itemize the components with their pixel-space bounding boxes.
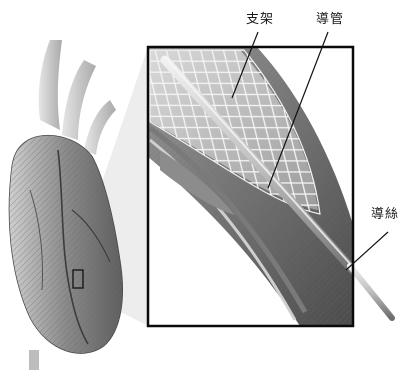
heart-illustration (9, 40, 123, 370)
artery-cutaway-illustration (140, 40, 362, 326)
guidewire-tube (350, 266, 392, 318)
guidewire-label: 導絲 (371, 203, 399, 222)
catheter-label: 導管 (316, 8, 344, 27)
aorta-vessel (39, 40, 62, 130)
stent-label: 支架 (246, 8, 274, 27)
heart-texture (9, 135, 123, 353)
branch-vessel (84, 100, 116, 155)
vena-cava (29, 350, 39, 370)
